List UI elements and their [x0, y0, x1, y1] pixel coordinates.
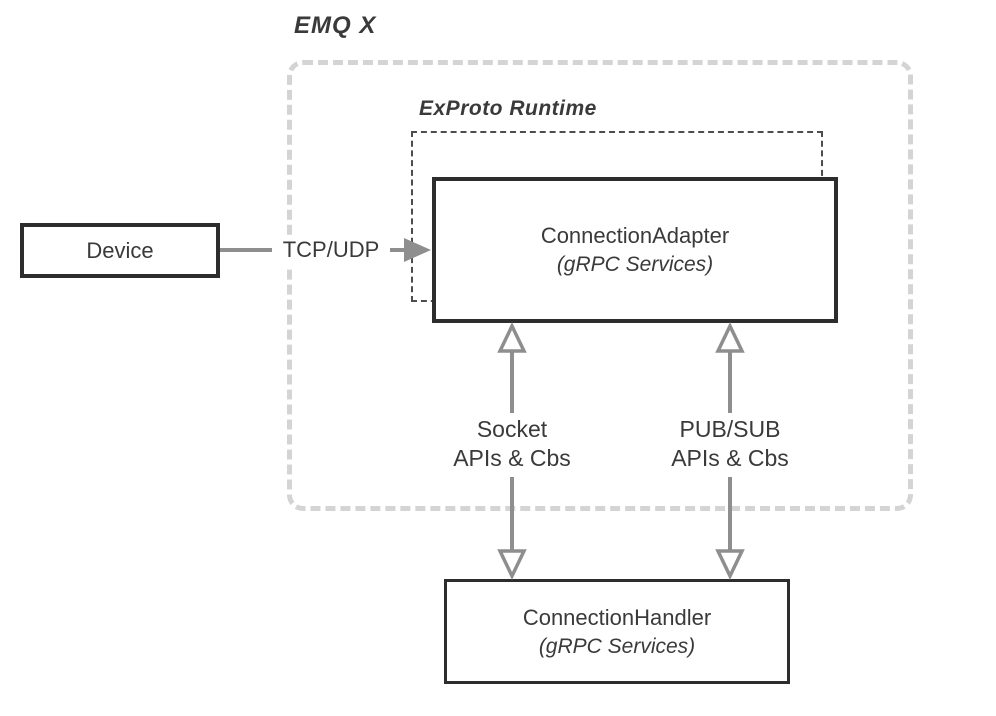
- down-arrowhead-icon: [715, 549, 745, 581]
- pubsub-apis-label-line1: PUB/SUB: [679, 416, 781, 442]
- emqx-boundary-dashed-rect: [287, 60, 913, 511]
- pubsub-apis-label: PUB/SUB APIs & Cbs: [655, 413, 805, 477]
- down-arrowhead-icon: [497, 549, 527, 581]
- pubsub-apis-label-line2: APIs & Cbs: [671, 445, 789, 471]
- tcp-udp-label: TCP/UDP: [272, 235, 390, 265]
- connection-adapter-box: ConnectionAdapter (gRPC Services): [432, 177, 838, 323]
- connection-adapter-subtitle: (gRPC Services): [556, 253, 714, 276]
- exproto-runtime-label: ExProto Runtime: [419, 97, 597, 120]
- socket-apis-label-line1: Socket: [476, 416, 548, 442]
- socket-apis-label-line2: APIs & Cbs: [453, 445, 571, 471]
- connection-handler-subtitle: (gRPC Services): [538, 634, 696, 658]
- device-box: Device: [20, 223, 220, 278]
- socket-apis-label: Socket APIs & Cbs: [437, 413, 587, 477]
- connection-handler-title: ConnectionHandler: [522, 604, 712, 630]
- connection-handler-box: ConnectionHandler (gRPC Services): [444, 579, 790, 684]
- connection-adapter-title: ConnectionAdapter: [540, 223, 730, 248]
- emqx-label: EMQ X: [294, 12, 377, 39]
- device-box-label: Device: [86, 237, 154, 263]
